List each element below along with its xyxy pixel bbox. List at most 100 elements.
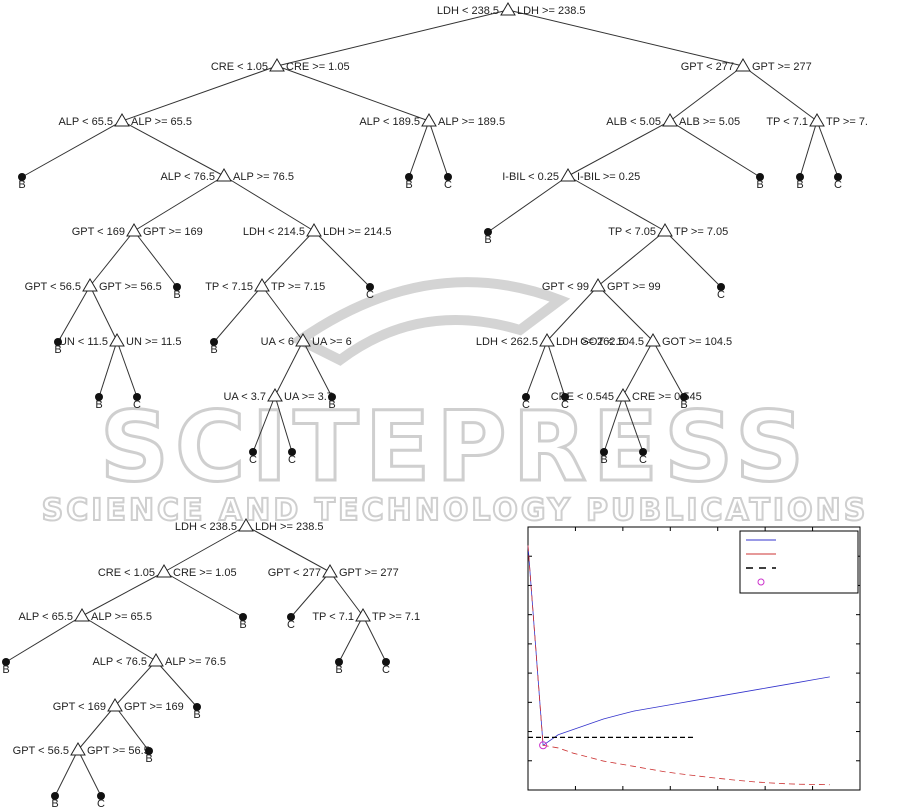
split-condition-right: LDH >= 238.5: [517, 5, 586, 17]
split-condition-left: LDH < 214.5: [243, 226, 305, 238]
leaf-class-label: B: [54, 344, 61, 356]
split-condition-right: GPT >= 56.5: [87, 745, 150, 757]
tree-edge: [313, 230, 371, 288]
split-condition-right: LDH >= 238.5: [255, 521, 324, 533]
split-condition-left: LDH < 238.5: [437, 5, 499, 17]
tree-edge: [329, 571, 364, 617]
tree-edge: [81, 571, 165, 617]
split-condition-right: I-BIL >= 0.25: [577, 171, 640, 183]
leaf-class-label: C: [133, 399, 141, 411]
tree-edge: [155, 660, 198, 708]
leaf-node-icon: [18, 173, 26, 181]
tree-edge: [652, 340, 685, 398]
split-node-icon: [590, 278, 606, 292]
split-condition-left: CRE < 1.05: [98, 567, 155, 579]
split-condition-right: UN >= 11.5: [126, 336, 181, 348]
split-node-icon: [254, 278, 270, 292]
tree-edge: [223, 175, 315, 232]
split-condition-left: ALP < 189.5: [359, 116, 420, 128]
split-condition-left: GPT < 99: [542, 281, 589, 293]
leaf-class-label: B: [756, 179, 763, 191]
split-condition-left: ALP < 76.5: [160, 171, 215, 183]
tree-edge: [622, 395, 644, 453]
split-condition-right: ALP >= 65.5: [91, 611, 152, 623]
split-node-icon: [615, 388, 631, 402]
tree-edge: [567, 120, 671, 177]
split-condition-right: LDH >= 214.5: [323, 226, 392, 238]
leaf-node-icon: [796, 173, 804, 181]
leaf-node-icon: [193, 703, 201, 711]
leaf-class-label: B: [95, 399, 102, 411]
chart-legend: [739, 530, 859, 594]
leaf-node-icon: [444, 173, 452, 181]
leaf-node-icon: [834, 173, 842, 181]
split-condition-right: ALP >= 76.5: [233, 171, 294, 183]
tree-edge: [546, 285, 599, 342]
split-condition-right: CRE >= 1.05: [173, 567, 237, 579]
split-condition-right: ALB >= 5.05: [679, 116, 740, 128]
leaf-class-label: C: [834, 179, 842, 191]
leaf-class-label: C: [382, 664, 390, 676]
split-node-icon: [148, 653, 164, 667]
tree-edge: [664, 230, 722, 288]
watermark: SCITEPRESS SCIENCE AND TECHNOLOGY PUBLIC…: [41, 277, 869, 529]
leaf-node-icon: [145, 747, 153, 755]
split-condition-left: ALB < 5.05: [606, 116, 661, 128]
leaf-node-icon: [405, 173, 413, 181]
leaf-class-label: C: [366, 289, 374, 301]
split-condition-left: TP < 7.05: [608, 226, 656, 238]
split-condition-right: UA >= 3.7: [284, 391, 333, 403]
split-node-icon: [295, 333, 311, 347]
leaf-class-label: C: [717, 289, 725, 301]
leaf-node-icon: [249, 448, 257, 456]
split-node-icon: [500, 2, 516, 16]
tree-edge: [133, 175, 225, 232]
tree-edge: [603, 395, 624, 453]
leaf-node-icon: [639, 448, 647, 456]
leaf-class-label: B: [680, 399, 687, 411]
leaf-node-icon: [97, 792, 105, 800]
leaf-node-icon: [133, 393, 141, 401]
split-node-icon: [735, 58, 751, 72]
split-condition-left: LDH < 238.5: [175, 521, 237, 533]
tree-edge: [252, 395, 276, 453]
leaf-node-icon: [288, 448, 296, 456]
tree-edge: [89, 230, 135, 287]
tree-edge: [81, 615, 157, 662]
split-condition-right: TP >= 7.1: [372, 611, 420, 623]
watermark-subtitle: SCIENCE AND TECHNOLOGY PUBLICATIONS: [42, 493, 869, 528]
tree-edge: [408, 120, 430, 178]
tree-edge: [742, 65, 818, 122]
tree-edge: [114, 705, 150, 752]
split-node-icon: [70, 742, 86, 756]
tree-edge: [121, 65, 278, 122]
tree-edge: [77, 705, 116, 751]
split-condition-right: TP >= 7.15: [271, 281, 325, 293]
leaf-node-icon: [756, 173, 764, 181]
split-condition-left: UA < 6: [261, 336, 294, 348]
tree-edge: [5, 615, 83, 663]
leaf-class-label: B: [796, 179, 803, 191]
split-condition-right: CRE >= 1.05: [286, 61, 350, 73]
legend-marker-swatch: [757, 578, 765, 586]
leaf-class-label: B: [484, 234, 491, 246]
tree-edge: [213, 285, 263, 343]
tree-edge: [669, 120, 761, 178]
split-condition-right: UA >= 6: [312, 336, 352, 348]
split-node-icon: [126, 223, 142, 237]
leaf-node-icon: [287, 613, 295, 621]
tree-edge: [487, 175, 569, 233]
leaf-class-label: C: [444, 179, 452, 191]
split-node-icon: [109, 333, 125, 347]
split-condition-right: GPT >= 169: [143, 226, 203, 238]
tree-edge: [507, 9, 744, 67]
split-condition-left: ALP < 65.5: [18, 611, 73, 623]
tree-edge: [290, 571, 331, 618]
split-condition-right: ALP >= 189.5: [438, 116, 505, 128]
leaf-class-label: C: [249, 454, 257, 466]
leaf-node-icon: [54, 338, 62, 346]
split-node-icon: [355, 608, 371, 622]
tree-edge: [116, 340, 138, 398]
tree-edge: [274, 395, 293, 453]
